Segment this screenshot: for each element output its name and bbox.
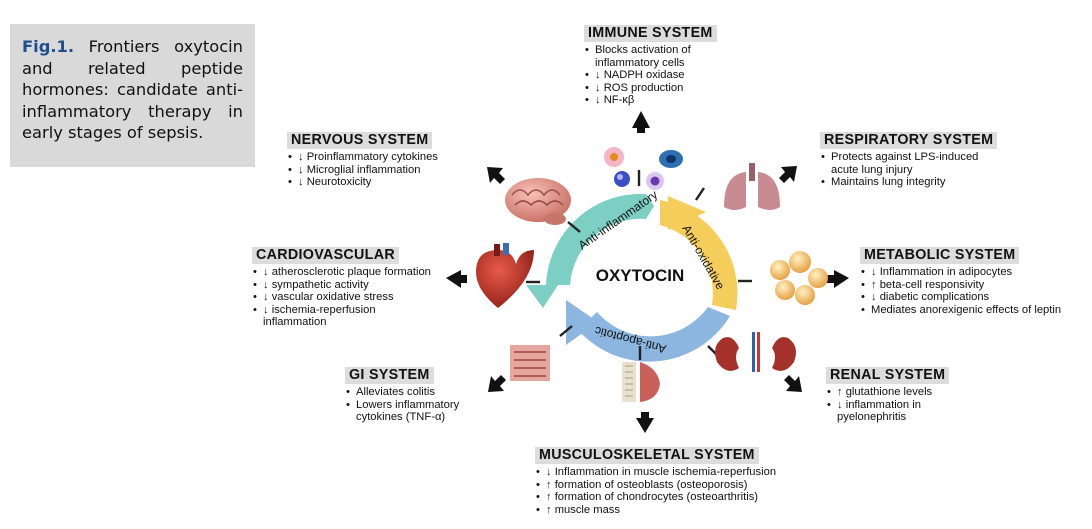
immune-cells-icon — [604, 147, 683, 190]
list-item: ↓ vascular oxidative stress — [252, 291, 432, 304]
cardiovascular-title: CARDIOVASCULAR — [252, 247, 399, 264]
list-item: ↑ beta-cell responsivity — [860, 279, 1085, 292]
renal-system-block: RENAL SYSTEM ↑ glutathione levels ↓ infl… — [826, 366, 976, 424]
intestine-icon — [510, 345, 550, 381]
immune-system-block: IMMUNE SYSTEM Blocks activation of infla… — [584, 24, 754, 107]
lungs-icon — [724, 163, 780, 210]
center-title: OXYTOCIN — [596, 266, 684, 285]
nervous-system-block: NERVOUS SYSTEM ↓ Proinflammatory cytokin… — [287, 131, 487, 189]
list-item: ↓ Inflammation in adipocytes — [860, 266, 1085, 279]
list-item: ↓ diabetic complications — [860, 291, 1085, 304]
renal-system-list: ↑ glutathione levels ↓ inflammation in p… — [826, 386, 961, 424]
cardiovascular-list: ↓ atherosclerotic plaque formation ↓ sym… — [252, 266, 432, 329]
brain-icon — [505, 178, 571, 225]
list-item: ↓ Proinflammatory cytokines — [287, 151, 487, 164]
musculoskeletal-system-title: MUSCULOSKELETAL SYSTEM — [535, 447, 759, 464]
list-item: Maintains lung integrity — [820, 176, 1000, 189]
list-item: ↓ Microglial inflammation — [287, 164, 487, 177]
list-item: Blocks activation of inflammatory cells — [584, 44, 754, 69]
list-item: Alleviates colitis — [345, 386, 495, 399]
immune-system-title: IMMUNE SYSTEM — [584, 25, 717, 42]
musculoskeletal-system-block: MUSCULOSKELETAL SYSTEM ↓ Inflammation in… — [535, 446, 835, 516]
list-item: ↓ ischemia-reperfusion inflammation — [252, 304, 432, 329]
immune-system-list: Blocks activation of inflammatory cells … — [584, 44, 754, 107]
list-item: ↓ Inflammation in muscle ischemia-reperf… — [535, 466, 835, 479]
metabolic-system-list: ↓ Inflammation in adipocytes ↑ beta-cell… — [860, 266, 1085, 316]
list-item: ↓ ROS production — [584, 82, 754, 95]
kidneys-icon — [715, 332, 796, 372]
heart-icon — [476, 243, 534, 308]
arc-anti-apoptotic — [566, 300, 730, 362]
respiratory-system-list: Protects against LPS-induced acute lung … — [820, 151, 1000, 189]
nervous-system-list: ↓ Proinflammatory cytokines ↓ Microglial… — [287, 151, 487, 189]
arc-anti-oxidative — [660, 196, 738, 310]
connector-lines — [526, 170, 752, 360]
list-item: ↓ Neurotoxicity — [287, 176, 487, 189]
cardiovascular-block: CARDIOVASCULAR ↓ atherosclerotic plaque … — [252, 246, 432, 329]
list-item: ↓ atherosclerotic plaque formation — [252, 266, 432, 279]
list-item: ↓ sympathetic activity — [252, 279, 432, 292]
list-item: ↓ NADPH oxidase — [584, 69, 754, 82]
figure-label: Fig.1. — [22, 37, 75, 56]
musculoskeletal-system-list: ↓ Inflammation in muscle ischemia-reperf… — [535, 466, 835, 516]
list-item: ↑ glutathione levels — [826, 386, 961, 399]
respiratory-system-block: RESPIRATORY SYSTEM Protects against LPS-… — [820, 131, 1035, 189]
renal-system-title: RENAL SYSTEM — [826, 367, 950, 384]
adipocytes-icon — [770, 251, 828, 305]
metabolic-system-block: METABOLIC SYSTEM ↓ Inflammation in adipo… — [860, 246, 1085, 316]
metabolic-system-title: METABOLIC SYSTEM — [860, 247, 1020, 264]
list-item: Lowers inflammatory cytokines (TNF-α) — [345, 399, 495, 424]
list-item: ↓ inflammation in pyelonephritis — [826, 399, 961, 424]
list-item: ↓ NF-κβ — [584, 94, 754, 107]
gi-system-list: Alleviates colitis Lowers inflammatory c… — [345, 386, 495, 424]
direction-arrows — [446, 111, 849, 433]
list-item: Mediates anorexigenic effects of leptin — [860, 304, 1085, 317]
gi-system-block: GI SYSTEM Alleviates colitis Lowers infl… — [345, 366, 505, 424]
muscle-skeleton-icon — [622, 362, 660, 402]
list-item: Protects against LPS-induced acute lung … — [820, 151, 1000, 176]
list-item: ↑ muscle mass — [535, 504, 835, 517]
respiratory-system-title: RESPIRATORY SYSTEM — [820, 132, 998, 149]
gi-system-title: GI SYSTEM — [345, 367, 434, 384]
figure-caption: Fig.1. Frontiers oxytocin and related pe… — [10, 24, 255, 167]
nervous-system-title: NERVOUS SYSTEM — [287, 132, 433, 149]
caption-text: Frontiers oxytocin and related peptide h… — [22, 37, 243, 142]
list-item: ↑ formation of chondrocytes (osteoarthri… — [535, 491, 835, 504]
list-item: ↑ formation of osteoblasts (osteoporosis… — [535, 479, 835, 492]
arc-anti-inflammatory — [526, 193, 654, 308]
